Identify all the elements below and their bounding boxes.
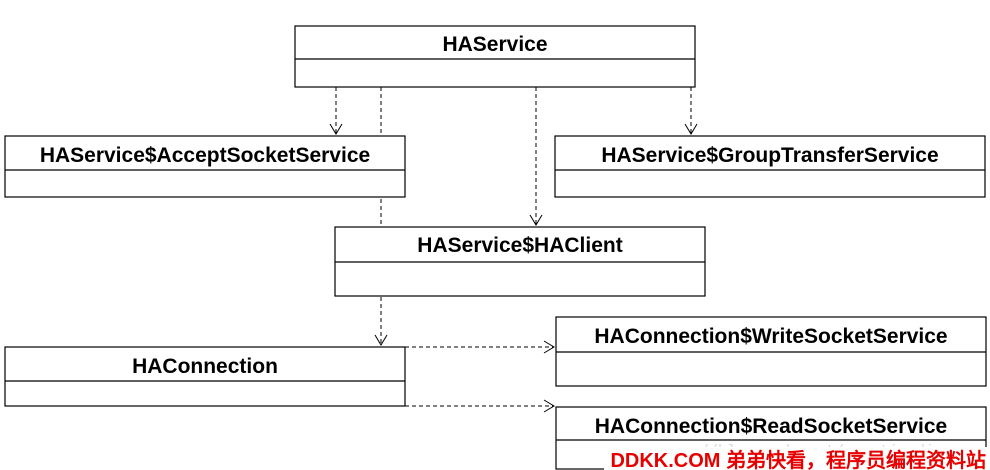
class-box-write-socket-service: HAConnection$WriteSocketService — [555, 316, 987, 387]
arrowhead-read — [543, 399, 555, 413]
arrowhead-accept — [329, 123, 343, 135]
arrowhead-write — [543, 340, 555, 354]
class-name-haclient: HAService$HAClient — [417, 234, 622, 257]
class-name-haservice: HAService — [442, 33, 547, 56]
arrowhead-haclient — [529, 214, 543, 226]
watermark-site-text: DDKK.COM 弟弟快看，程序员编程资料站 — [610, 448, 986, 470]
class-name-haconnection: HAConnection — [132, 355, 278, 378]
arrowhead-group — [684, 123, 698, 135]
class-name-read-socket-service: HAConnection$ReadSocketService — [595, 415, 947, 438]
arrowhead-haconnection — [374, 334, 388, 346]
class-name-group-transfer-service: HAService$GroupTransferService — [601, 144, 938, 167]
class-box-haconnection: HAConnection — [4, 346, 406, 407]
watermark-backdrop — [604, 447, 988, 470]
dependency-lines — [329, 87, 698, 413]
class-box-group-transfer-service: HAService$GroupTransferService — [554, 135, 986, 198]
class-box-haservice: HAService — [294, 25, 696, 88]
class-box-accept-socket-service: HAService$AcceptSocketService — [4, 135, 406, 198]
class-box-haclient: HAService$HAClient — [334, 226, 706, 297]
class-name-accept-socket-service: HAService$AcceptSocketService — [40, 144, 370, 167]
class-name-write-socket-service: HAConnection$WriteSocketService — [594, 325, 947, 348]
